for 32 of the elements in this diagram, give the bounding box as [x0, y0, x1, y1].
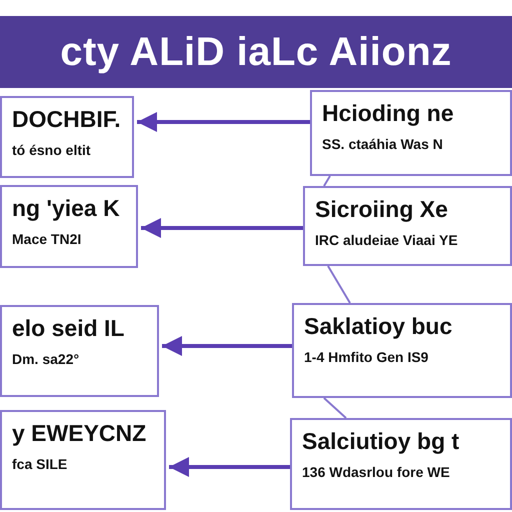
connector-line — [327, 265, 351, 304]
connector-line — [323, 175, 331, 187]
text-box — [303, 186, 512, 266]
box-text: Mace TN2I — [12, 231, 82, 248]
box-heading: Sicroiing Xe — [315, 196, 449, 222]
box-heading: Saklatioy buc — [304, 313, 454, 340]
box-heading: Salciutioy bg t — [302, 428, 460, 454]
box-text: IRC aludeiae Viaai YE — [315, 232, 459, 248]
title-text: cty ALiD iaLc Aiionz — [60, 30, 452, 74]
arrow — [169, 457, 290, 477]
text-box — [0, 410, 166, 510]
text-box — [0, 96, 134, 178]
box-heading: elo seid IL — [12, 315, 126, 342]
box-text: 1-4 Hmfito Gen IS9 — [304, 349, 430, 366]
box-heading: DOCHBIF. — [12, 106, 122, 132]
text-box — [290, 418, 512, 510]
box-text: SS. ctaáhia Was N — [322, 136, 444, 152]
box-text: fca SILE — [12, 456, 68, 472]
box-heading: Hcioding ne — [322, 100, 455, 126]
box-heading: ng 'yiea K — [12, 195, 121, 222]
arrow — [162, 336, 292, 356]
text-box — [0, 305, 159, 397]
box-text: tó ésno eltit — [12, 142, 92, 158]
arrow — [141, 218, 303, 238]
connector-line — [323, 397, 347, 419]
text-box — [292, 303, 512, 398]
box-text: 136 Wdasrlou fore WE — [302, 464, 451, 480]
arrow — [137, 112, 310, 132]
box-text: Dm. sa22° — [12, 351, 80, 368]
box-heading: y EWEYCNZ — [12, 420, 148, 446]
text-box — [0, 185, 138, 268]
text-box — [310, 90, 512, 176]
